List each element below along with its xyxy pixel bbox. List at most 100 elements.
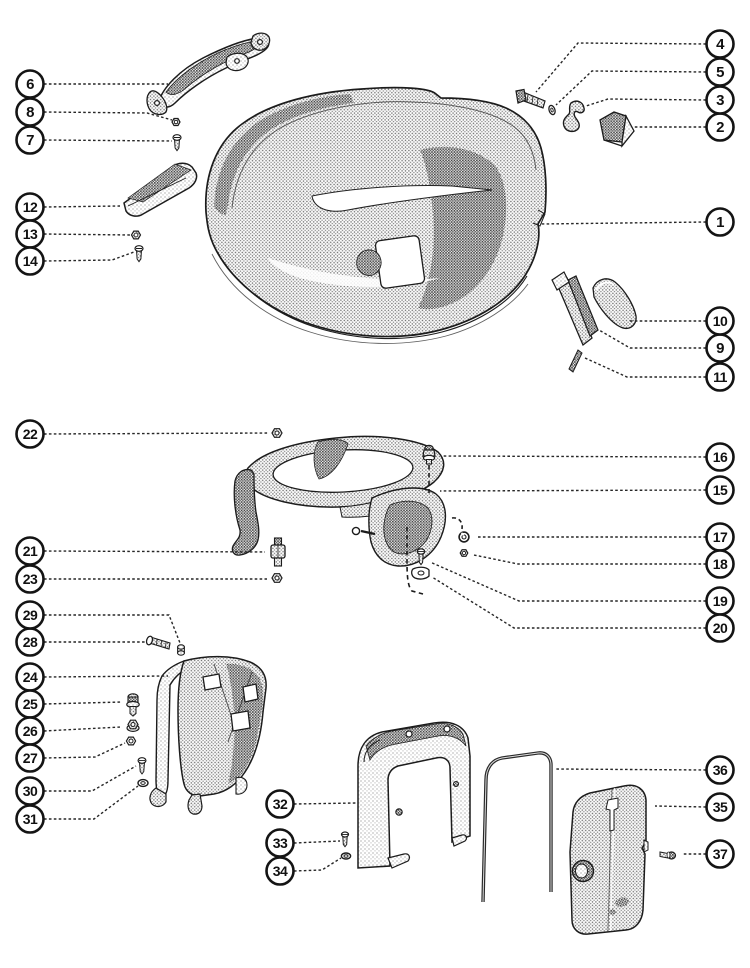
part-22-nut [271, 428, 283, 438]
callout-number-7: 7 [26, 132, 34, 149]
leader-line-13 [43, 233, 131, 236]
callout-24: 24 [15, 662, 169, 692]
callout-27: 27 [15, 742, 126, 773]
leader-line-3 [585, 98, 707, 107]
callout-number-12: 12 [23, 199, 38, 215]
callout-number-29: 29 [23, 607, 38, 623]
part-29-spacer [177, 644, 185, 656]
part-30-screw [137, 757, 147, 775]
part-10-strip [592, 278, 637, 330]
callout-circle-11 [705, 362, 735, 392]
part-28-screw [145, 635, 171, 650]
callout-number-15: 15 [713, 482, 728, 498]
leader-line-36 [555, 768, 707, 771]
leader-line-20 [431, 576, 706, 629]
callout-number-20: 20 [713, 620, 728, 636]
callout-number-24: 24 [23, 669, 38, 685]
callout-circle-18 [705, 549, 735, 579]
callout-13: 13 [15, 219, 131, 249]
callout-number-36: 36 [713, 762, 728, 778]
callout-36: 36 [555, 755, 735, 785]
part-35-access-panel [569, 784, 649, 935]
part-6-support-bracket [146, 32, 271, 116]
callout-34: 34 [265, 856, 342, 886]
leader-line-35 [654, 805, 707, 808]
leader-line-24 [43, 675, 169, 678]
callout-number-10: 10 [713, 313, 728, 329]
callout-8: 8 [15, 97, 173, 127]
callout-circle-23 [15, 564, 45, 594]
part-1-top-cowl [204, 86, 547, 344]
part-11-pin [568, 349, 583, 373]
leader-line-31 [44, 785, 139, 820]
part-12-pad [123, 162, 198, 217]
callout-number-4: 4 [716, 36, 725, 53]
callout-number-37: 37 [713, 846, 728, 862]
part-24-shield-bracket [149, 655, 267, 815]
leader-line-15 [439, 489, 707, 492]
leader-line-9 [598, 329, 706, 349]
callout-number-16: 16 [713, 449, 728, 465]
leader-line-18 [473, 554, 706, 565]
part-25-bolt [126, 693, 140, 717]
callout-circle-35 [705, 792, 735, 822]
callout-28: 28 [15, 627, 146, 657]
callout-18: 18 [473, 549, 735, 579]
callout-32: 32 [265, 789, 357, 819]
part-37-screw [659, 851, 677, 860]
callout-circle-31 [15, 804, 45, 834]
callout-1: 1 [539, 207, 735, 237]
callout-15: 15 [439, 475, 735, 505]
part-17-lock-washer [458, 531, 470, 543]
callout-number-18: 18 [713, 556, 728, 572]
callout-4: 4 [535, 29, 735, 93]
callout-circle-29 [15, 600, 45, 630]
callout-number-5: 5 [716, 64, 724, 81]
callout-25: 25 [15, 689, 123, 719]
callout-number-11: 11 [713, 369, 728, 385]
callout-number-19: 19 [713, 593, 728, 609]
callout-23: 23 [15, 564, 267, 594]
leader-line-5 [555, 70, 707, 106]
callout-circle-1 [705, 207, 735, 237]
callout-number-33: 33 [273, 835, 288, 851]
callout-number-28: 28 [23, 634, 38, 650]
callout-number-22: 22 [23, 426, 38, 442]
callout-number-27: 27 [23, 750, 38, 766]
leader-line-19 [429, 561, 706, 602]
callout-number-35: 35 [713, 799, 728, 815]
leader-line-12 [43, 205, 121, 208]
callout-number-30: 30 [23, 783, 38, 799]
leader-line-21 [43, 550, 266, 553]
leader-line-11 [584, 357, 706, 378]
callout-20: 20 [431, 576, 735, 643]
leader-line-25 [43, 701, 123, 705]
part-19-screw [416, 548, 426, 566]
callout-5: 5 [555, 57, 735, 106]
part-7-screw [172, 134, 182, 152]
part-34-washer [340, 852, 352, 860]
callout-3: 3 [585, 85, 735, 115]
part-20-clip [411, 566, 430, 580]
part-8-nut [171, 117, 181, 127]
leader-line-1 [539, 221, 707, 225]
callout-circle-16 [705, 442, 735, 472]
callout-9: 9 [598, 329, 735, 363]
callout-35: 35 [654, 792, 735, 822]
callout-10: 10 [628, 306, 735, 336]
part-26-flange-nut [126, 719, 140, 732]
callout-26: 26 [15, 716, 122, 746]
callout-circle-10 [705, 306, 735, 336]
callout-circle-5 [705, 57, 735, 87]
callout-number-34: 34 [273, 863, 288, 879]
callout-31: 31 [15, 785, 139, 834]
part-23-nut [271, 573, 283, 583]
callout-circle-20 [705, 613, 735, 643]
part-13-nut [130, 230, 142, 240]
leader-line-14 [43, 251, 135, 262]
leader-line-22 [43, 432, 269, 435]
callout-7: 7 [15, 125, 173, 155]
callout-number-3: 3 [716, 92, 724, 109]
